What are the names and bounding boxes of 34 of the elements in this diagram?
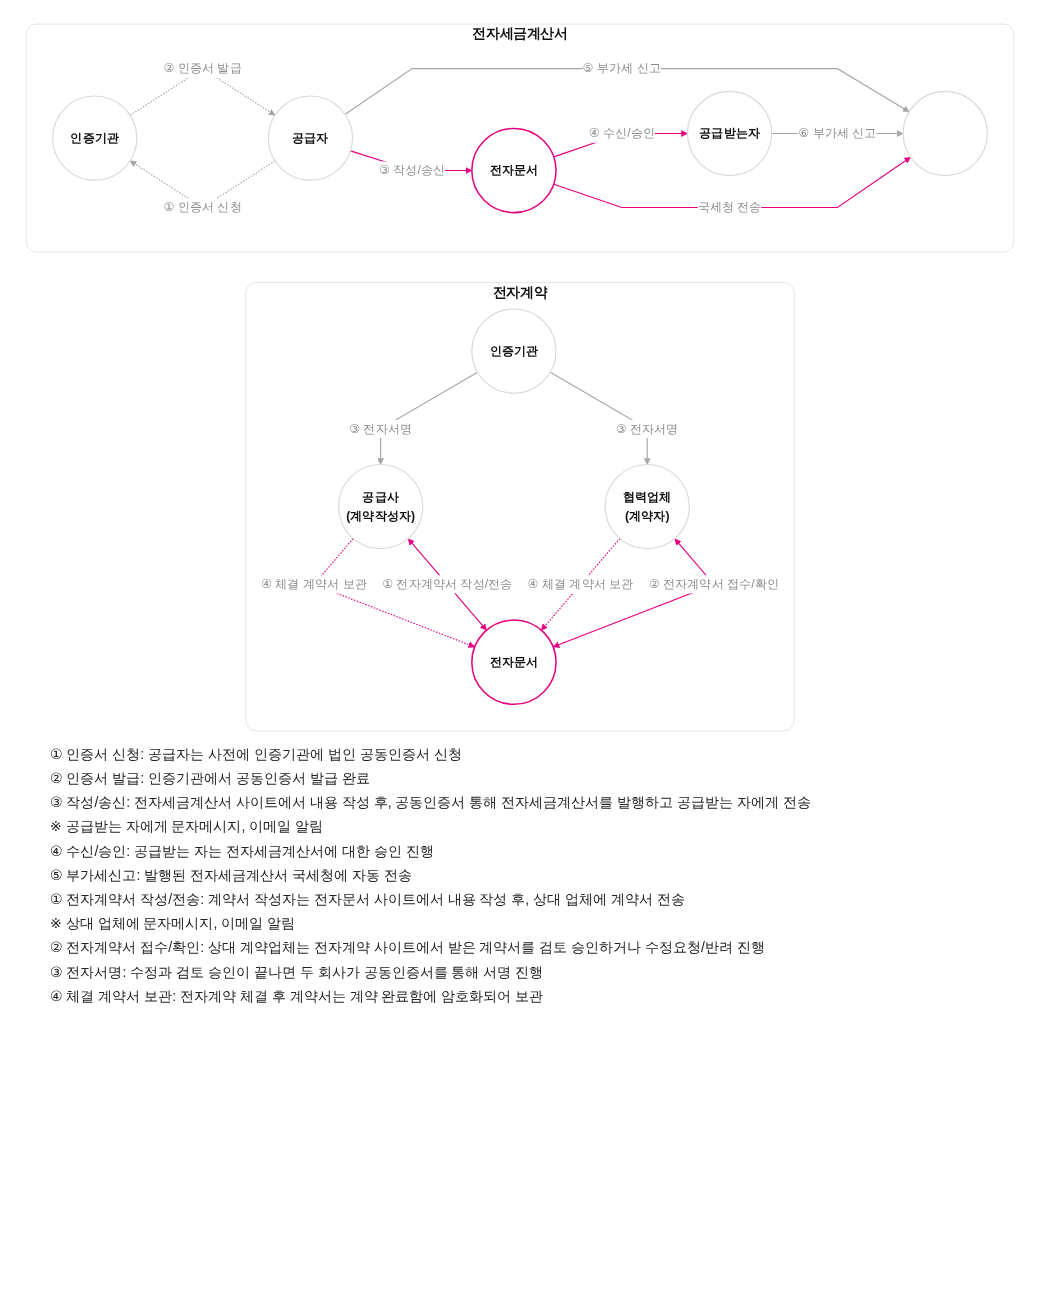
edge-label: ⑤ 부가세 신고 xyxy=(582,61,661,75)
note-text: ③ 작성/송신: 전자세금계산서 사이트에서 내용 작성 후, 공동인증서 통해 전자세금계산서를 발행하고 공급받는 자에게 전송 xyxy=(50,793,811,812)
note-text: ② 전자계약서 접수/확인: 상대 계약업체는 전자계약 사이트에서 받은 계약서를 검토 승인하거나 수정요청/반려 진행 xyxy=(50,938,765,957)
note-text: ⑤ 부가세신고: 발행된 전자세금계산서 국세청에 자동 전송 xyxy=(50,865,412,885)
node-circle: 협력업체 (계약자) xyxy=(604,463,690,550)
edge-label: ③ 전자서명 xyxy=(349,422,413,435)
edge-label: ④ 체결 계약서 보관 xyxy=(527,577,634,591)
note-text: ※ 상대 업체에 문자메시지, 이메일 알림 xyxy=(50,914,296,933)
node-circle: 전자문서 xyxy=(471,127,557,214)
node-circle: 공급받는자 xyxy=(686,90,773,177)
edge-label: ③ 전자서명 xyxy=(615,422,679,435)
node-circle xyxy=(902,90,988,177)
note-text: ④ 체결 계약서 보관: 전자계약 체결 후 계약서는 계약 완료함에 암호화되어 보관 xyxy=(50,986,544,1005)
node-circle: 인증기관 xyxy=(471,308,557,394)
note-text: ※ 공급받는 자에게 문자메시지, 이메일 알림 xyxy=(50,817,324,836)
edge-label: ② 전자계약서 접수/확인 xyxy=(648,577,780,591)
node-circle: 인증기관 xyxy=(52,95,138,181)
note-text: ③ 전자서명: 수정과 검토 승인이 끝나면 두 회사가 공동인증서를 통해 서명 진행 xyxy=(50,962,544,981)
edge-label: ⑥ 부가세 신고 xyxy=(798,126,877,140)
note-text: ④ 수신/승인: 공급받는 자는 전자세금계산서에 대한 승인 진행 xyxy=(50,841,434,860)
arrow xyxy=(541,538,621,631)
node-circle: 공급사 (계약작성자) xyxy=(337,463,424,550)
edge-label: ④ 수신/승인 xyxy=(588,126,655,140)
node-circle: 전자문서 xyxy=(471,619,557,706)
edge-label: 국세청 전송 xyxy=(697,200,762,214)
node-circle: 공급자 xyxy=(267,95,354,181)
edge-label: ① 인증서 신청 xyxy=(163,200,242,214)
edge-label: ② 인증서 발급 xyxy=(163,61,242,75)
note-text: ② 인증서 발급: 인증기관에서 공동인증서 발급 완료 xyxy=(50,769,370,788)
edge-label: ④ 체결 계약서 보관 xyxy=(260,577,367,591)
edge-label: ① 전자계약서 작성/전송 xyxy=(382,577,513,591)
note-text: ① 전자계약서 작성/전송: 계약서 작성자는 전자문서 사이트에서 내용 작성 후, 상대 업체에 계약서 전송 xyxy=(50,890,685,909)
note-text: ① 인증서 신청: 공급자는 사전에 인증기관에 법인 공동인증서 신청 xyxy=(50,744,462,764)
edge-label: ③ 작성/송신 xyxy=(379,163,446,177)
